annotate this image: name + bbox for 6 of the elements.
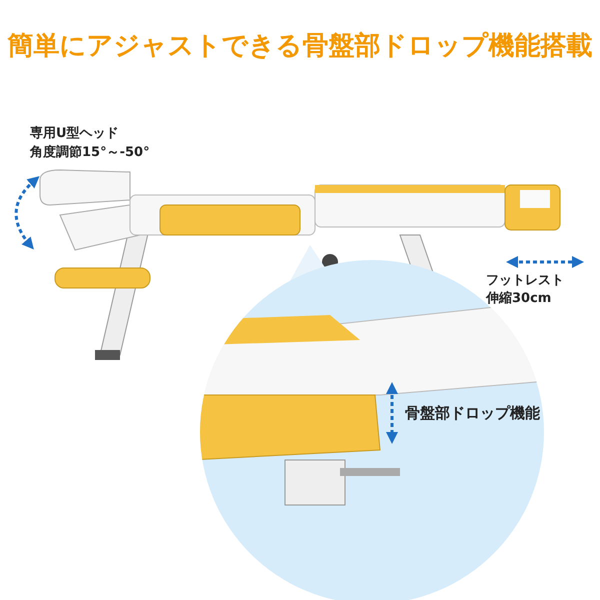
callout-label: フットレスト xyxy=(486,272,564,289)
title: 簡単にアジャストできる骨盤部ドロップ機能搭載 xyxy=(6,30,594,63)
callout-label: 角度調節15°～-50° xyxy=(30,144,150,161)
callout-label: 骨盤部ドロップ機能 xyxy=(405,405,540,422)
callout-label: 専用U型ヘッド xyxy=(30,125,119,142)
callout-label: 伸縮30cm xyxy=(486,290,552,307)
